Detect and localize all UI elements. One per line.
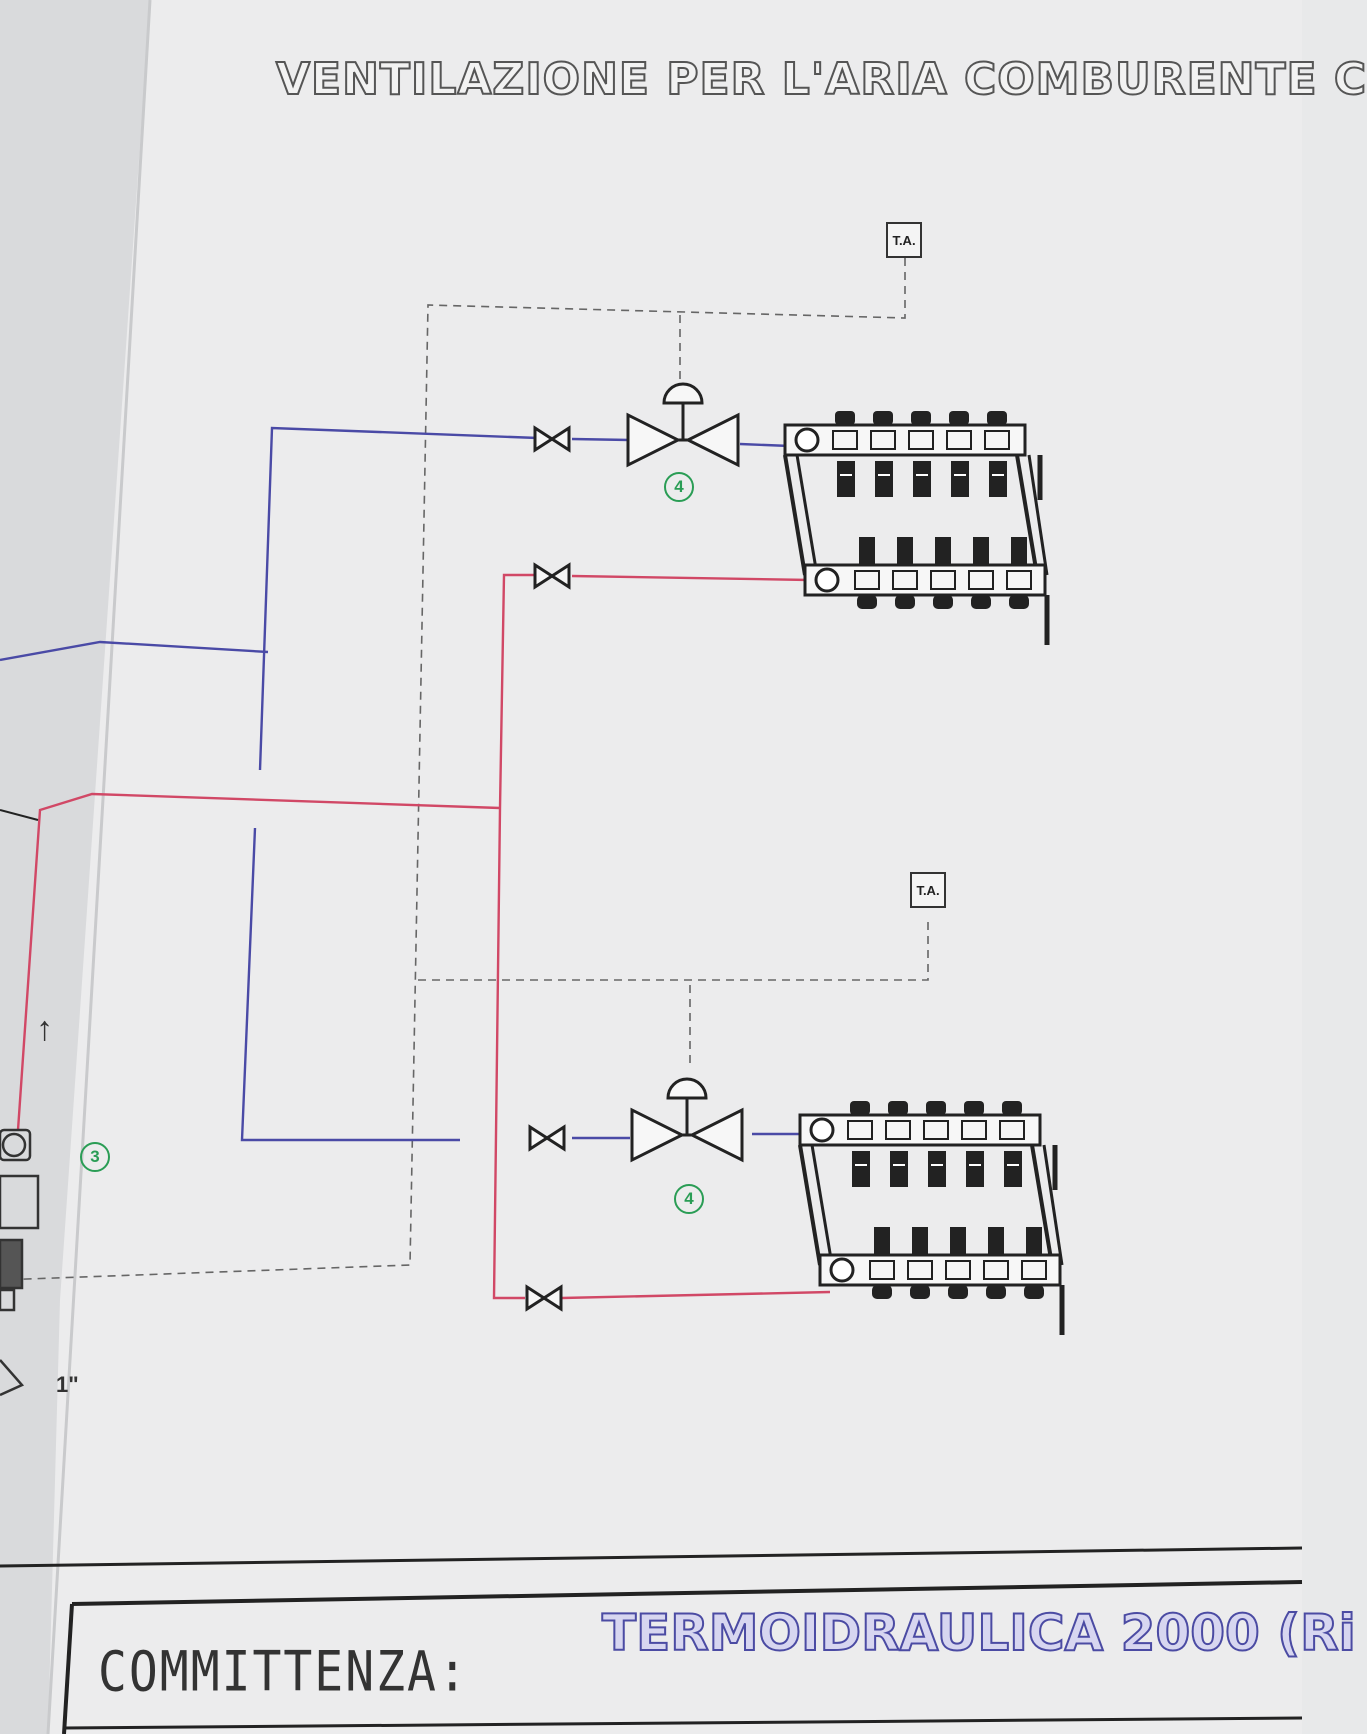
zone-valve-callout-upper: 4	[664, 472, 694, 502]
flow-direction-arrow: ↑	[36, 1010, 53, 1048]
pump-callout: 3	[80, 1142, 110, 1172]
zone-valve-callout-lower: 4	[674, 1184, 704, 1214]
pump-group	[0, 1128, 40, 1397]
client-name: TERMOIDRAULICA 2000 (Ri	[601, 1603, 1357, 1663]
room-thermostat-lower: T.A.	[910, 872, 946, 908]
control-wiring	[0, 258, 929, 1281]
client-label: COMMITTENZA:	[98, 1640, 469, 1705]
hydraulic-schematic	[0, 258, 1302, 1397]
supply-pipes	[16, 573, 831, 1300]
left-pipe-stub	[0, 809, 39, 821]
pipe-size-label: 1"	[56, 1372, 79, 1397]
title-block-frame	[0, 1546, 1303, 1734]
drawing-title: VENTILAZIONE PER L'ARIA COMBURENTE C	[275, 53, 1367, 106]
room-thermostat-upper: T.A.	[886, 222, 922, 258]
paper-fold-edge	[46, 0, 152, 1734]
return-pipes	[0, 426, 802, 1142]
